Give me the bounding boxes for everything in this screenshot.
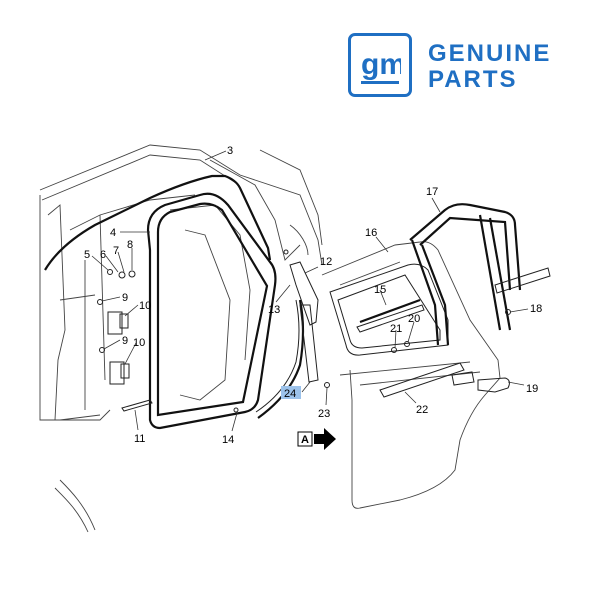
callout-24-highlight (281, 386, 301, 399)
callout-23: 23 (318, 408, 330, 420)
callout-9b: 9 (122, 335, 128, 347)
applique-13 (299, 304, 319, 383)
belt-molding-15 (359, 298, 421, 324)
gm-logo: gm (348, 33, 412, 97)
callout-18: 18 (530, 303, 542, 315)
callout-21: 21 (390, 323, 402, 335)
svg-text:gm: gm (361, 48, 401, 81)
callout-15: 15 (374, 284, 386, 296)
callout-24: 24 (284, 388, 296, 400)
callout-13: 13 (268, 304, 280, 316)
outside-handle-19 (477, 377, 510, 393)
callout-9a: 9 (122, 292, 128, 304)
view-arrow-icon (314, 428, 336, 450)
view-marker-label: A (301, 434, 309, 446)
callout-5: 5 (84, 249, 90, 261)
door-weatherstrip-inner (156, 202, 269, 417)
callout-6: 6 (100, 249, 106, 261)
brand-line-parts: PARTS (428, 66, 518, 93)
pillar-seal-24 (257, 299, 305, 419)
pillar-seal-24-edge (255, 299, 300, 413)
roof-rail-seal (44, 174, 272, 271)
callout-7: 7 (113, 245, 119, 257)
callout-14: 14 (222, 434, 234, 446)
callout-4: 4 (110, 227, 116, 239)
callout-17: 17 (426, 186, 438, 198)
handle-recess (451, 371, 475, 386)
callout-10a: 10 (139, 300, 151, 312)
callout-12: 12 (320, 256, 332, 268)
pillar-seal-12 (289, 261, 319, 326)
callout-labels: 3 4 5 6 7 8 9 10 9 10 11 12 13 14 15 16 … (84, 145, 542, 446)
door-weatherstrip (146, 192, 277, 430)
belt-molding-15-edge (356, 304, 425, 333)
sill-plate-11 (121, 399, 153, 412)
callout-8: 8 (127, 239, 133, 251)
leader-lines (91, 150, 529, 432)
callout-22: 22 (416, 404, 428, 416)
callout-3: 3 (227, 145, 233, 157)
callout-11: 11 (134, 433, 145, 445)
window-frame-17 (409, 203, 551, 346)
door-molding-22 (379, 362, 465, 398)
brand-line-genuine: GENUINE (428, 40, 552, 67)
callout-20: 20 (408, 313, 420, 325)
callout-10b: 10 (133, 337, 145, 349)
vehicle-body (39, 144, 323, 533)
callout-16: 16 (365, 227, 377, 239)
view-marker: A (297, 428, 336, 450)
gm-logo-icon: gm (361, 48, 401, 84)
rear-door (321, 241, 501, 509)
callout-19: 19 (526, 383, 538, 395)
